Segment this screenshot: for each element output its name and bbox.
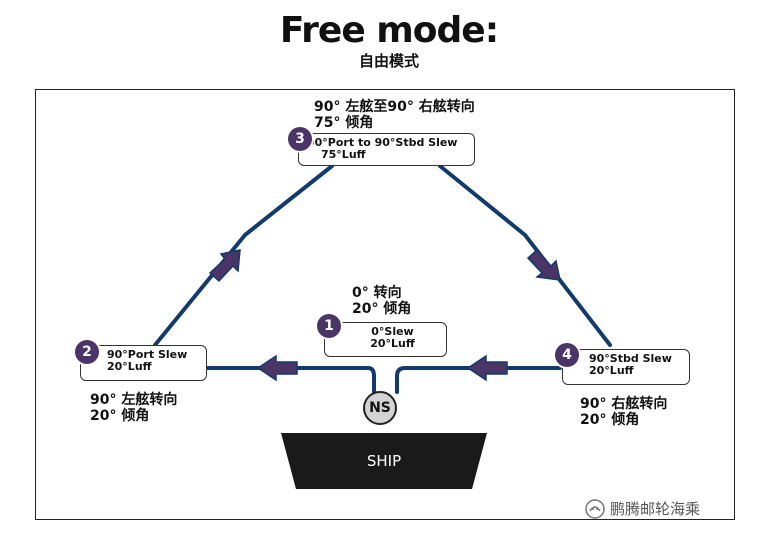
diagram-frame [35,89,735,520]
step-1-box: 0°Slew 20°Luff [324,322,447,357]
step-3-badge: 3 [288,127,312,151]
step-2-note: 90° 左舷转向 20° 倾角 [90,392,177,424]
step-2-box: 90°Port Slew 20°Luff [80,345,207,381]
page-title: Free mode: [279,10,499,51]
step-2-note-line2: 20° 倾角 [90,408,150,424]
step-4-note: 90° 右舷转向 20° 倾角 [580,396,667,428]
step-1-note: 0° 转向 20° 倾角 [352,285,411,317]
step-2-box-line2: 20°Luff [107,360,152,373]
step-1-box-line2: 20°Luff [370,337,415,350]
step-4-box-line1: 90°Stbd Slew [589,352,672,365]
step-4-note-line1: 90° 右舷转向 [580,396,668,412]
arrow-up-right-icon [208,249,241,283]
step-3-note-line2: 75° 倾角 [314,115,374,131]
path-line-right-diagonal [438,164,612,347]
arrow-left-icon [466,354,508,382]
wechat-icon [585,499,605,519]
arrow-down-right-icon [526,248,561,281]
path-line-left-horizontal [205,366,376,394]
ship-label: SHIP [366,452,402,470]
step-2-note-line1: 90° 左舷转向 [90,392,178,408]
ns-crane-base: NS [363,391,397,425]
step-3-note: 90° 左舷至90° 右舷转向 75° 倾角 [314,99,475,131]
watermark: 鹏腾邮轮海乘 [610,500,701,518]
path-line-left-diagonal [153,164,334,347]
step-3-box: 90°Port to 90°Stbd Slew 75°Luff [298,133,475,166]
step-1-note-line1: 0° 转向 [352,285,402,301]
step-2-badge: 2 [75,340,99,364]
step-1-box-line1: 0°Slew [371,325,414,338]
step-3-note-line1: 90° 左舷至90° 右舷转向 [314,99,475,115]
arrow-left-icon [256,354,298,382]
step-3-box-line2: 75°Luff [321,148,366,161]
step-3-box-line1: 90°Port to 90°Stbd Slew [307,136,458,149]
step-1-note-line2: 20° 倾角 [352,301,412,317]
step-4-box-line2: 20°Luff [589,364,634,377]
step-4-note-line2: 20° 倾角 [580,412,640,428]
step-4-box: 90°Stbd Slew 20°Luff [562,349,690,385]
step-2-box-line1: 90°Port Slew [107,348,188,361]
step-1-badge: 1 [317,314,341,338]
ship-hull [281,433,487,489]
page-subtitle: 自由模式 [358,52,419,70]
step-4-badge: 4 [555,343,579,367]
path-line-right-horizontal [395,366,562,394]
